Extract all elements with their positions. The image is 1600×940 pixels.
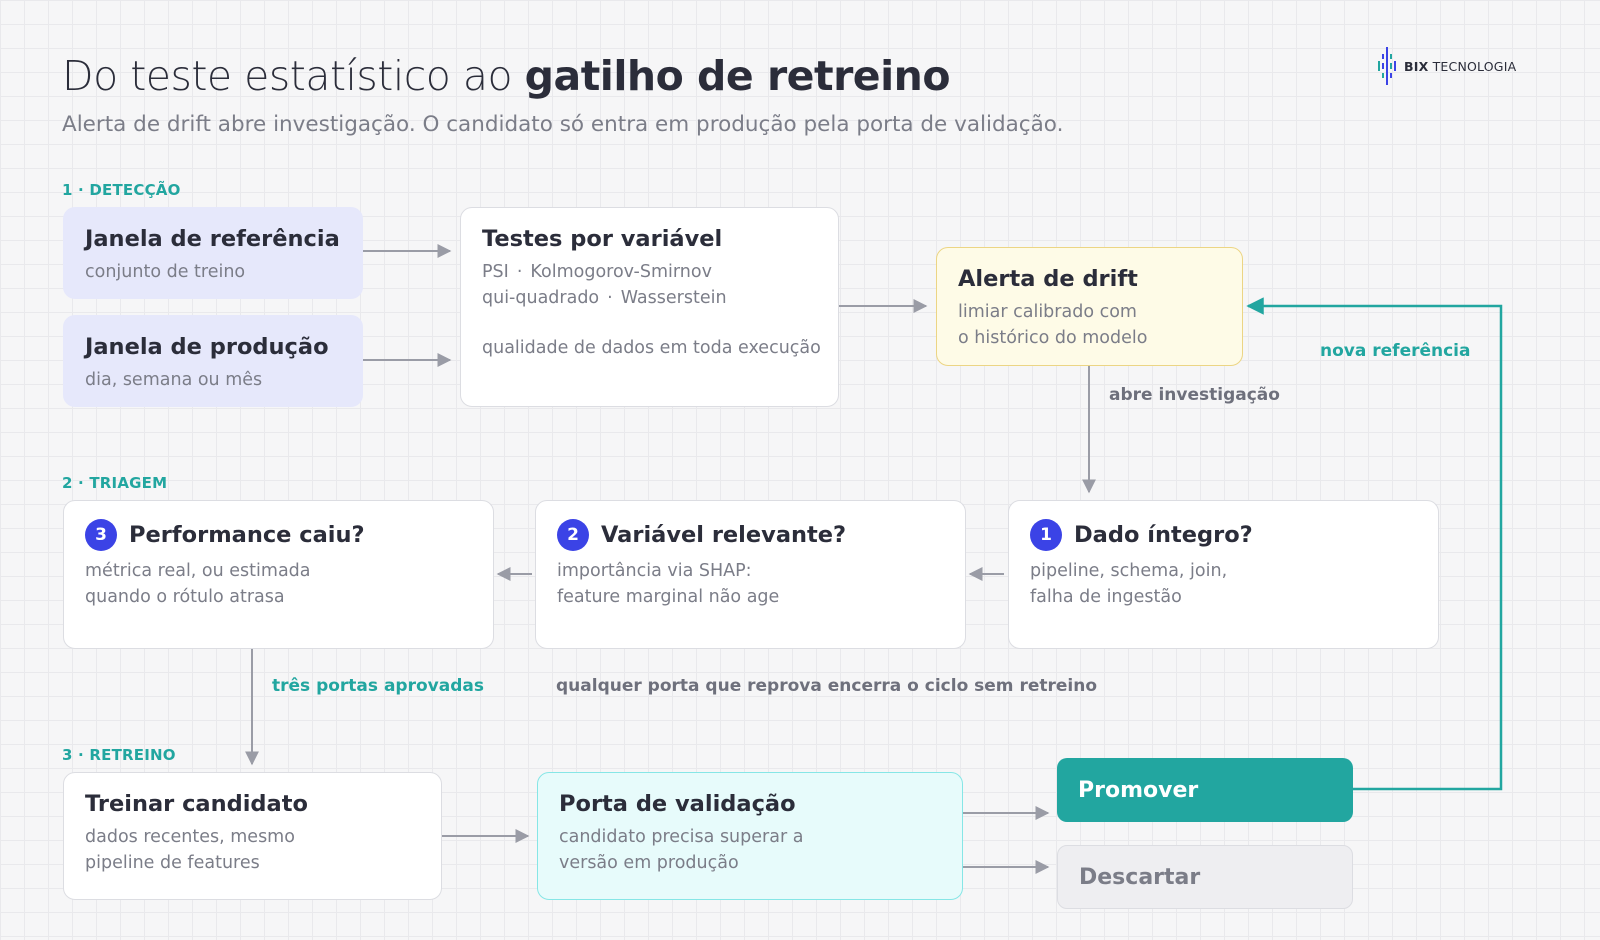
logo-text: BIX TECNOLOGIA <box>1404 58 1517 74</box>
bix-logo-icon <box>1378 47 1396 85</box>
section-triage: 2 · TRIAGEM <box>62 474 168 492</box>
relevant-variable-sub: importância via SHAP: feature marginal n… <box>557 561 780 607</box>
arrow-promote-to-alert <box>1246 297 1503 791</box>
label-three-gates: três portas aprovadas <box>272 676 484 696</box>
reference-window-sub: conjunto de treino <box>85 262 246 282</box>
label-new-reference: nova referência <box>1320 341 1471 361</box>
label-open-investigation: abre investigação <box>1109 385 1280 405</box>
validation-gate-card: Porta de validação candidato precisa sup… <box>537 772 963 900</box>
data-integrity-card: 1 Dado íntegro? pipeline, schema, join, … <box>1008 500 1439 649</box>
step-badge-2: 2 <box>557 519 589 551</box>
data-integrity-title: Dado íntegro? <box>1074 522 1253 548</box>
company-logo: BIX TECNOLOGIA <box>1376 46 1516 86</box>
step-badge-1: 1 <box>1030 519 1062 551</box>
validation-gate-title: Porta de validação <box>559 791 796 817</box>
production-window-card: Janela de produção dia, semana ou mês <box>63 315 363 407</box>
train-candidate-title: Treinar candidato <box>85 791 308 817</box>
train-candidate-card: Treinar candidato dados recentes, mesmo … <box>63 772 442 900</box>
section-detection: 1 · DETECÇÃO <box>62 181 181 199</box>
tests-card: Testes por variável PSI·Kolmogorov-Smirn… <box>460 207 839 407</box>
drift-alert-title: Alerta de drift <box>958 266 1138 292</box>
drift-alert-card: Alerta de drift limiar calibrado com o h… <box>936 247 1243 366</box>
tests-methods: PSI·Kolmogorov-Smirnov qui-quadrado·Wass… <box>482 262 727 308</box>
relevant-variable-title: Variável relevante? <box>601 522 847 548</box>
page-subtitle: Alerta de drift abre investigação. O can… <box>62 112 1064 137</box>
label-any-gate-fails: qualquer porta que reprova encerra o cic… <box>556 676 1098 696</box>
discard-node: Descartar <box>1057 845 1353 909</box>
performance-sub: métrica real, ou estimada quando o rótul… <box>85 561 311 607</box>
validation-gate-sub: candidato precisa superar a versão em pr… <box>559 827 804 873</box>
page-title: Do teste estatístico ao gatilho de retre… <box>62 52 951 100</box>
tests-title: Testes por variável <box>482 226 723 252</box>
step-badge-3: 3 <box>85 519 117 551</box>
production-window-title: Janela de produção <box>85 334 329 360</box>
relevant-variable-card: 2 Variável relevante? importância via SH… <box>535 500 966 649</box>
data-integrity-sub: pipeline, schema, join, falha de ingestã… <box>1030 561 1228 607</box>
promote-node: Promover <box>1057 758 1353 822</box>
performance-card: 3 Performance caiu? métrica real, ou est… <box>63 500 494 649</box>
section-retrain: 3 · RETREINO <box>62 746 176 764</box>
performance-title: Performance caiu? <box>129 522 365 548</box>
train-candidate-sub: dados recentes, mesmo pipeline de featur… <box>85 827 295 873</box>
tests-quality: qualidade de dados em toda execução <box>482 338 821 358</box>
drift-alert-sub: limiar calibrado com o histórico do mode… <box>958 302 1148 348</box>
reference-window-title: Janela de referência <box>85 226 340 252</box>
production-window-sub: dia, semana ou mês <box>85 370 263 390</box>
reference-window-card: Janela de referência conjunto de treino <box>63 207 363 299</box>
